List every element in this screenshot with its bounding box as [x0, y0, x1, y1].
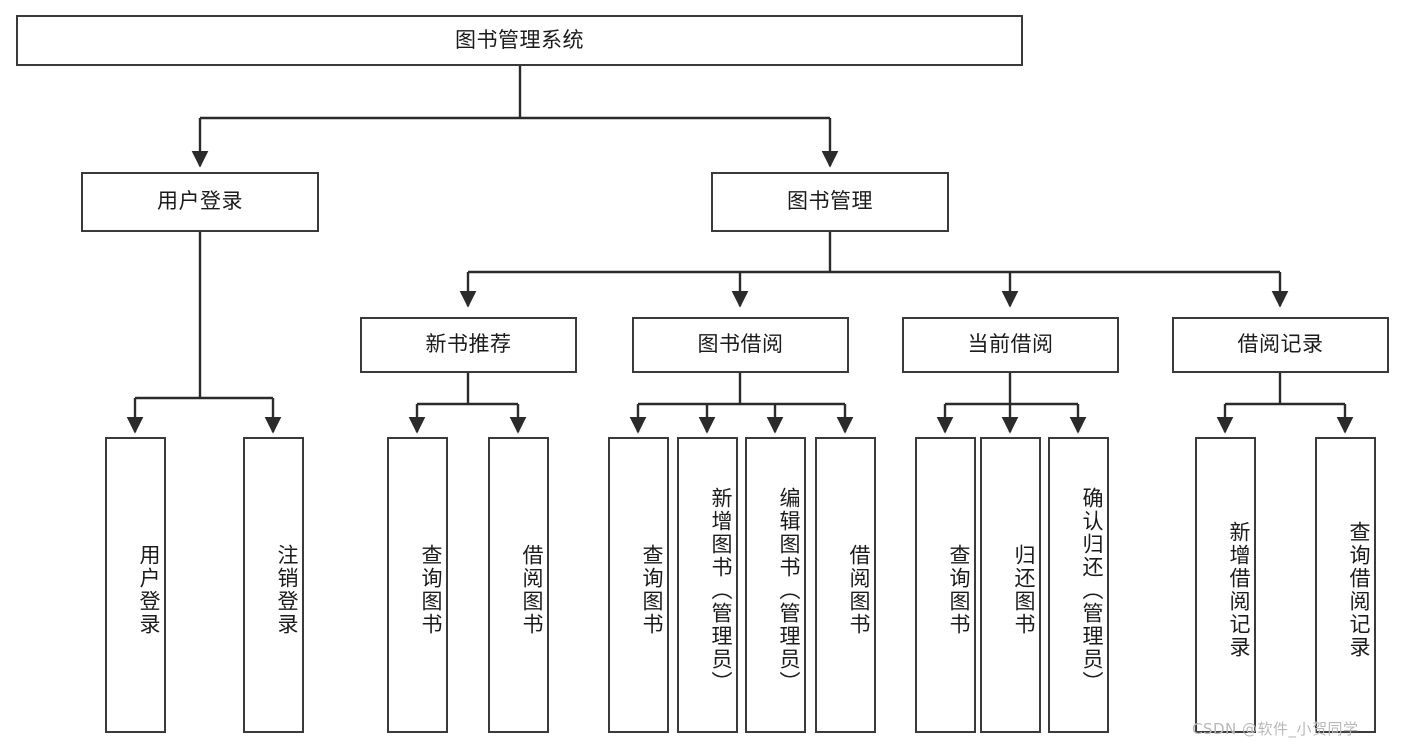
node-label: 注销登录 [275, 544, 299, 636]
leaf-current-confirm-return-admin[interactable]: 确认归还（管理员） [1048, 437, 1109, 733]
node-label: 借阅图书 [847, 544, 871, 636]
node-label: 查询图书 [947, 544, 971, 636]
node-current-borrow[interactable]: 当前借阅 [902, 317, 1119, 373]
leaf-user-login-signout[interactable]: 注销登录 [243, 437, 304, 733]
leaf-borrow-add-book-admin[interactable]: 新增图书（管理员） [677, 437, 738, 733]
leaf-borrow-query-book[interactable]: 查询图书 [608, 437, 669, 733]
node-label: 确认归还（管理员） [1080, 486, 1104, 694]
node-label: 图书管理 [787, 189, 873, 214]
leaf-record-add-record[interactable]: 新增借阅记录 [1195, 437, 1256, 733]
node-label: 图书管理系统 [455, 27, 584, 52]
node-label: 查询图书 [419, 544, 443, 636]
leaf-current-return-book[interactable]: 归还图书 [980, 437, 1041, 733]
node-label: 用户登录 [157, 189, 243, 214]
node-book-management[interactable]: 图书管理 [711, 172, 949, 232]
node-new-book-recommend[interactable]: 新书推荐 [360, 317, 577, 373]
node-label: 借阅图书 [520, 544, 544, 636]
leaf-user-login-signin[interactable]: 用户登录 [105, 437, 166, 733]
node-label: 新增图书（管理员） [709, 486, 733, 694]
node-book-borrow[interactable]: 图书借阅 [632, 317, 849, 373]
node-user-login[interactable]: 用户登录 [81, 172, 319, 232]
node-borrow-record[interactable]: 借阅记录 [1172, 317, 1389, 373]
leaf-record-query-record[interactable]: 查询借阅记录 [1315, 437, 1376, 733]
leaf-recommend-query-book[interactable]: 查询图书 [387, 437, 448, 733]
leaf-current-query-book[interactable]: 查询图书 [915, 437, 976, 733]
node-label: 当前借阅 [967, 332, 1054, 357]
node-label: 借阅记录 [1237, 332, 1324, 357]
node-label: 图书借阅 [697, 332, 784, 357]
node-label: 新增借阅记录 [1227, 521, 1251, 659]
node-label: 用户登录 [137, 544, 161, 636]
leaf-borrow-edit-book-admin[interactable]: 编辑图书（管理员） [745, 437, 806, 733]
node-label: 编辑图书（管理员） [777, 486, 801, 694]
node-root-book-management-system[interactable]: 图书管理系统 [16, 15, 1023, 66]
csdn-watermark: CSDN @软件_小贺同学 [1192, 718, 1359, 739]
leaf-borrow-borrow-book[interactable]: 借阅图书 [815, 437, 876, 733]
watermark-text: CSDN @软件_小贺同学 [1192, 720, 1359, 738]
node-label: 查询图书 [640, 544, 664, 636]
node-label: 查询借阅记录 [1347, 521, 1371, 659]
node-label: 归还图书 [1012, 544, 1036, 636]
leaf-recommend-borrow-book[interactable]: 借阅图书 [488, 437, 549, 733]
node-label: 新书推荐 [425, 332, 512, 357]
